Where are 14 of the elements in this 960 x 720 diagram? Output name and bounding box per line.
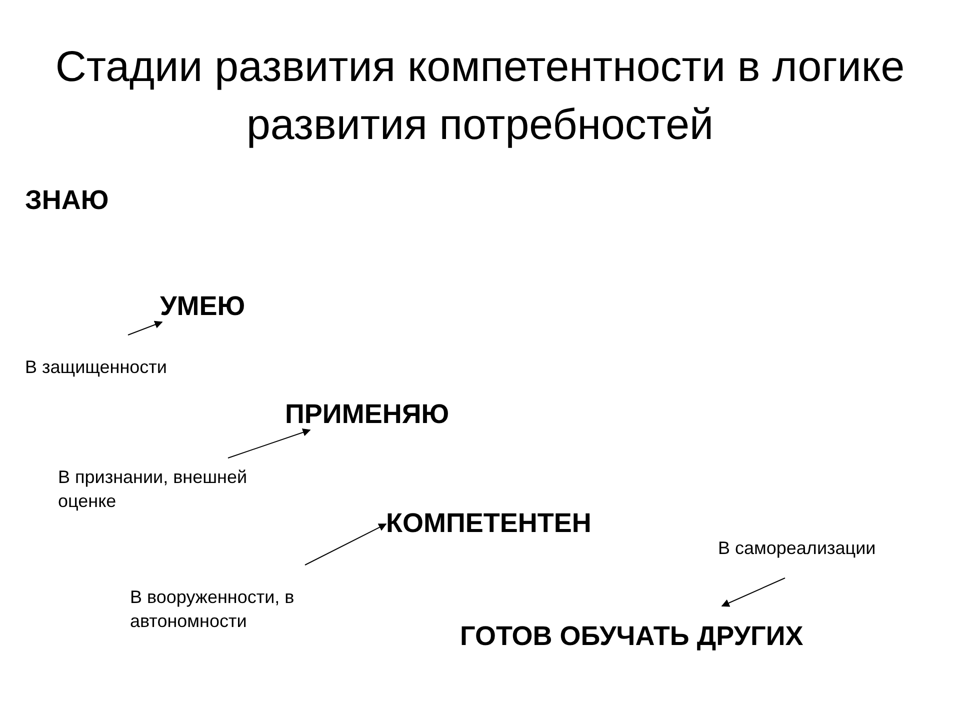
need-note: В признании, внешней оценке <box>58 466 248 513</box>
arrow <box>128 320 163 336</box>
stage-label: ГОТОВ ОБУЧАТЬ ДРУГИХ <box>460 620 804 652</box>
arrow <box>721 578 786 607</box>
stage-label: УМЕЮ <box>160 290 246 322</box>
arrow <box>304 524 387 566</box>
stage-label: ЗНАЮ <box>25 184 109 216</box>
need-note: В самореализации <box>718 537 876 560</box>
stage-label: КОМПЕТЕНТЕН <box>386 507 592 539</box>
slide-title: Стадии развития компетентности в логике развития потребностей <box>54 42 906 151</box>
stage-label: ПРИМЕНЯЮ <box>285 398 450 430</box>
arrow <box>228 428 311 458</box>
need-note: В вооруженности, в автономности <box>130 586 296 633</box>
need-note: В защищенности <box>25 356 167 379</box>
